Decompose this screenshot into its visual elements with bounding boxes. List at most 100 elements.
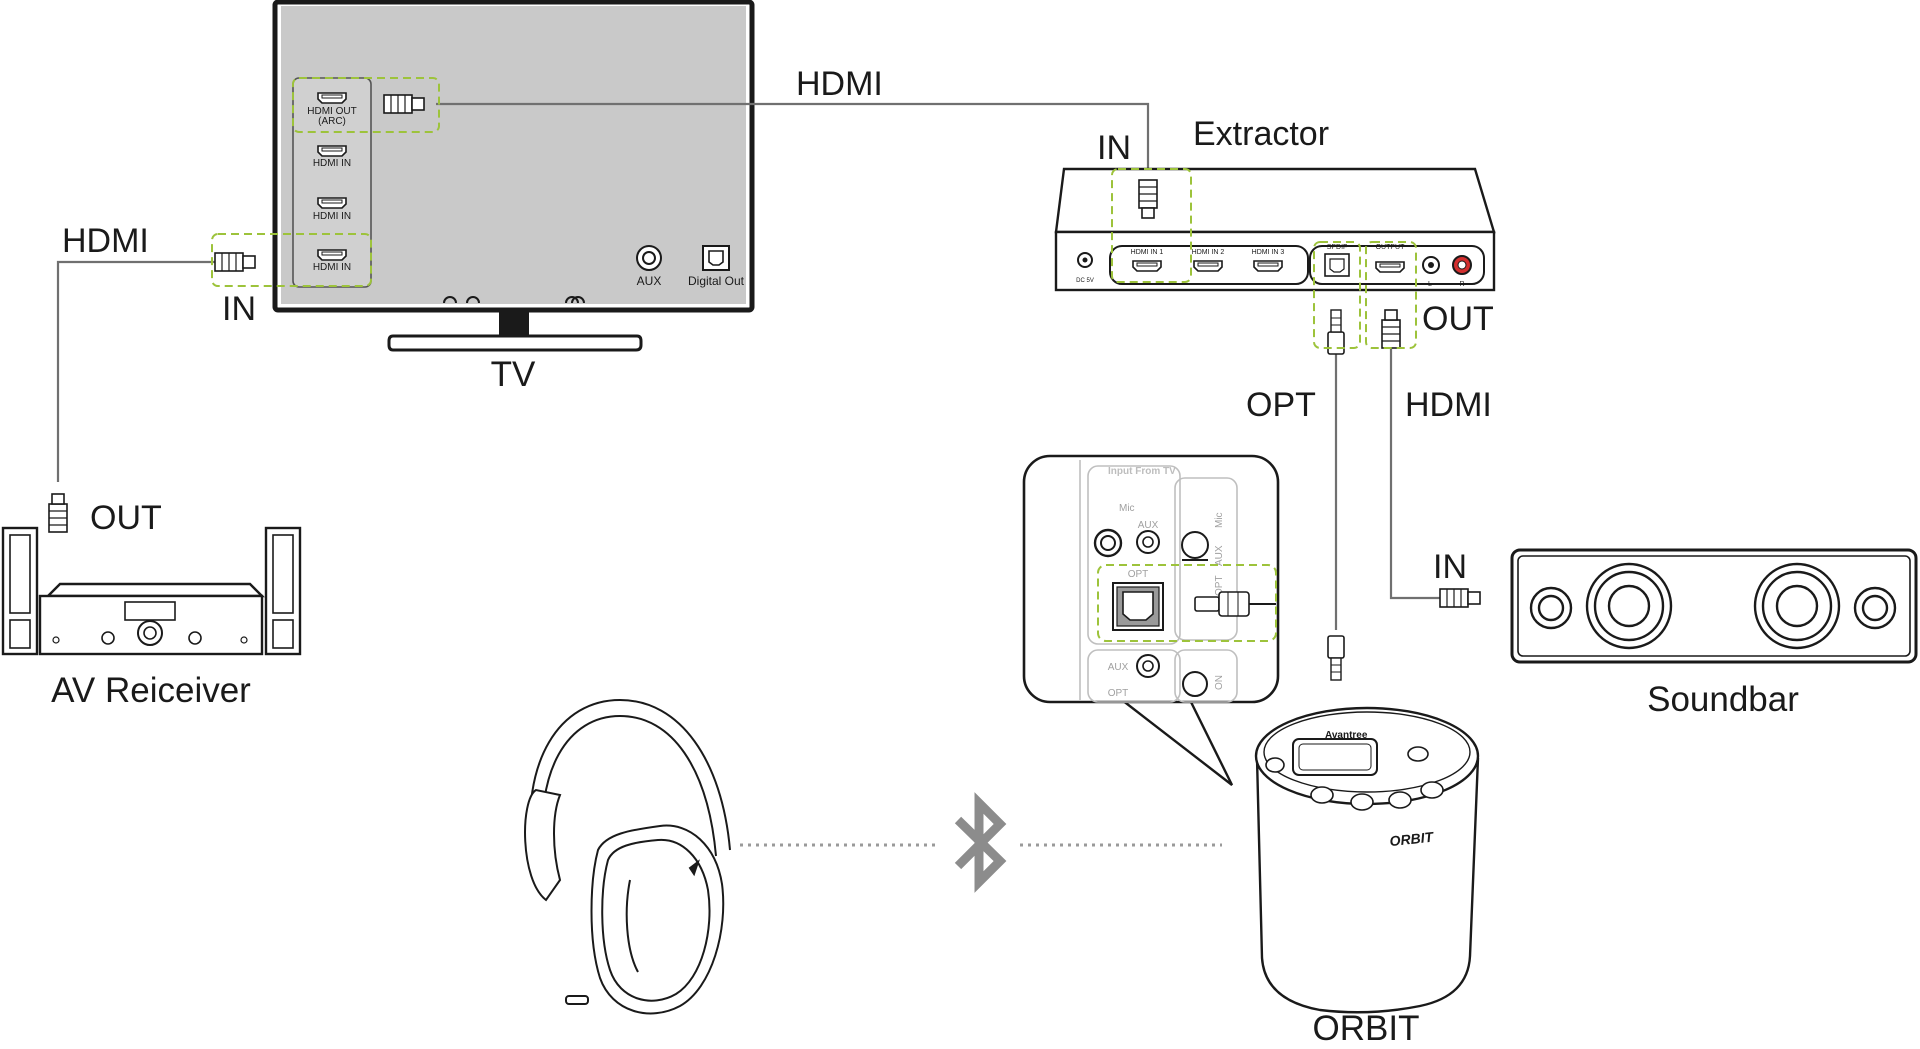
orbit-body <box>1255 757 1480 1014</box>
extractor-hdmi-in-3-port-icon <box>1253 260 1283 272</box>
orbit-opt-plug-icon <box>1327 635 1345 681</box>
port-label-extractor-in: IN <box>1097 129 1131 167</box>
orbit-zoom-callout: Input From TV Mic AUX Mic AUX OPT OPT <box>1022 454 1280 786</box>
bluetooth-link <box>740 792 1222 893</box>
extractor-hdmi-in-1-port-icon <box>1132 260 1162 272</box>
extractor-hdmi-out-plug-icon <box>1381 309 1401 349</box>
orbit-transmitter: Avantree ORBIT ORBIT <box>1254 635 1480 1048</box>
zoom-aux-bottom-label: AUX <box>1108 662 1129 673</box>
extractor-spdif-port-icon <box>1324 253 1350 277</box>
soundbar-tweeter-right-icon <box>1853 586 1897 630</box>
orbit-plus-button[interactable] <box>1420 781 1444 799</box>
tv-hdmi-in-2-label: HDMI IN <box>313 211 351 222</box>
cables <box>56 102 1440 630</box>
zoom-opt-bottom-label: OPT <box>1108 688 1129 699</box>
cable-tv-to-extractor <box>436 102 1150 195</box>
extractor-hdmi-in-1-label: HDMI IN 1 <box>1131 249 1164 256</box>
extractor-hdmi-output-port-icon <box>1375 261 1405 273</box>
extractor-dc-jack-icon <box>1077 252 1093 268</box>
zoom-mic-jack-icon <box>1093 528 1123 558</box>
tv-digital-out-port-icon <box>702 245 730 271</box>
callout-panel <box>1079 460 1238 703</box>
orbit-logo-label: ORBIT <box>1389 829 1435 850</box>
tv-aux-label: AUX <box>637 274 662 288</box>
cable-receiver-to-tv <box>56 260 216 482</box>
receiver-out-plug-icon <box>48 493 68 533</box>
extractor: Extractor IN DC 5V HDMI IN 1 HDMI IN 2 H… <box>1054 115 1496 424</box>
tv-aux-jack-icon <box>636 245 662 271</box>
extractor-dc-label: DC 5V <box>1076 278 1094 284</box>
port-label-tv-in: IN <box>222 290 256 328</box>
highlight-extractor-spdif <box>1313 241 1361 349</box>
zoom-switch-bottom-icon <box>1182 671 1208 697</box>
soundbar-label: Soundbar <box>1647 680 1799 719</box>
zoom-opt-plug-icon <box>1194 591 1276 617</box>
extractor-audio-group <box>1309 245 1485 285</box>
highlight-extractor-in <box>1111 168 1192 283</box>
zoom-switch-opt-label: OPT <box>1214 575 1225 596</box>
cable-extractor-hdmi-out <box>1389 346 1440 600</box>
tv-label: TV <box>491 355 536 394</box>
tv-hdmi-out-label: HDMI OUT <box>307 106 356 117</box>
tv: HDMI OUT (ARC) HDMI IN HDMI IN HDMI IN A… <box>272 0 755 394</box>
orbit-prev-button[interactable] <box>1310 786 1334 804</box>
soundbar-in-plug-icon <box>1439 588 1481 608</box>
cable-label-receiver-to-tv: HDMI <box>62 222 149 260</box>
extractor-label: Extractor <box>1193 115 1329 153</box>
receiver-label: AV Reiceiver <box>51 671 251 710</box>
port-label-receiver-out: OUT <box>90 499 162 537</box>
extractor-output-label: OUTPUT <box>1376 244 1406 251</box>
zoom-switch-aux-label: AUX <box>1214 545 1225 566</box>
extractor-hdmi-in-2-label: HDMI IN 2 <box>1192 249 1225 256</box>
orbit-minus-button[interactable] <box>1388 791 1412 809</box>
cable-label-extractor-hdmi-out: HDMI <box>1405 386 1492 424</box>
zoom-mic-label: Mic <box>1119 503 1135 514</box>
port-label-soundbar-in: IN <box>1433 548 1467 586</box>
tv-hdmi-in-3-label: HDMI IN <box>313 262 351 273</box>
tv-hdmi-out-arc-label: (ARC) <box>318 116 346 127</box>
orbit-label: ORBIT <box>1313 1009 1420 1048</box>
tv-hdmi-in-plug-icon <box>214 252 256 272</box>
port-label-extractor-out: OUT <box>1422 300 1494 338</box>
zoom-opt-top-label: OPT <box>1128 569 1149 580</box>
callout-pointer <box>1121 699 1234 786</box>
highlight-tv-hdmi-out <box>292 77 440 133</box>
zoom-aux-jack-icon <box>1136 530 1160 554</box>
extractor-in-plug-icon <box>1138 179 1158 219</box>
extractor-right-jack-icon <box>1452 255 1472 275</box>
orbit-left-button[interactable] <box>1265 757 1285 773</box>
av-receiver: OUT AV Reiceiver <box>1 493 302 710</box>
orbit-right-button[interactable] <box>1407 746 1429 762</box>
soundbar-inner <box>1517 555 1911 657</box>
soundbar: IN Soundbar <box>1433 548 1918 719</box>
orbit-screen <box>1292 738 1378 776</box>
zoom-opt-port-icon <box>1112 582 1164 631</box>
extractor-top <box>1054 167 1496 234</box>
orbit-brand-label: Avantree <box>1325 730 1368 741</box>
highlight-zoom-opt <box>1097 564 1277 642</box>
zoom-switch-mic-label: Mic <box>1214 512 1225 528</box>
extractor-left-jack-icon <box>1422 256 1440 274</box>
soundbar-tweeter-left-icon <box>1529 586 1573 630</box>
extractor-right-label: R <box>1459 281 1464 288</box>
extractor-hdmi-in-2-port-icon <box>1193 260 1223 272</box>
orbit-ok-button[interactable] <box>1350 793 1374 811</box>
tv-bumps <box>443 296 585 304</box>
tv-hdmi-out-port-icon <box>317 92 347 104</box>
tv-digital-out-label: Digital Out <box>688 274 745 288</box>
tv-stand <box>387 334 643 352</box>
soundbar-woofer-left-icon <box>1585 562 1673 650</box>
extractor-spdif-label: SPDIF <box>1327 244 1348 251</box>
receiver-left-speaker-icon <box>1 526 39 656</box>
extractor-hdmi-group <box>1109 245 1309 285</box>
headphones-icon <box>524 698 731 1015</box>
receiver-right-speaker-icon <box>264 526 302 656</box>
zoom-input-from-tv-label: Input From TV <box>1108 466 1176 477</box>
tv-hdmi-in-1-port-icon <box>317 145 347 157</box>
tv-hdmi-out-plug-icon <box>383 94 425 114</box>
cable-label-tv-to-extractor: HDMI <box>796 65 883 103</box>
orbit-top-inner <box>1263 711 1471 793</box>
extractor-hdmi-in-3-label: HDMI IN 3 <box>1252 249 1285 256</box>
zoom-aux-bottom-jack-icon <box>1136 654 1160 678</box>
cable-label-extractor-opt: OPT <box>1246 386 1316 424</box>
